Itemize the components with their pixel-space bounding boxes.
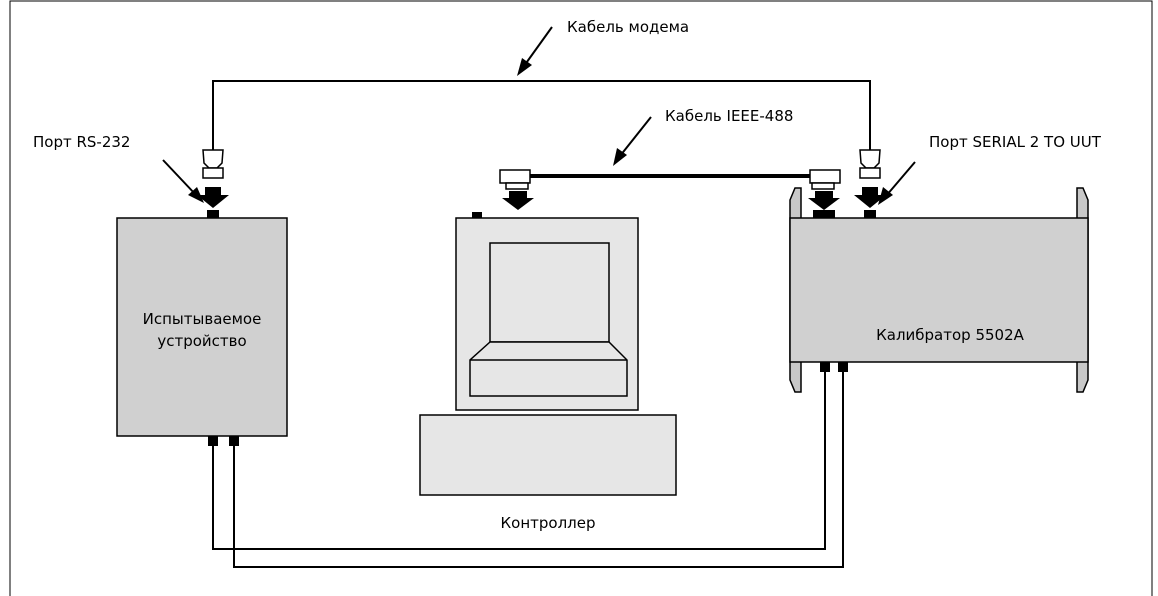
ieee-cable	[499, 169, 841, 210]
serial2-port-label: Порт SERIAL 2 TO UUT	[929, 133, 1102, 151]
uut-device	[116, 210, 288, 446]
uut-label-line2: устройство	[157, 332, 246, 350]
ieee-cable-label: Кабель IEEE-488	[665, 107, 793, 125]
calibrator-device	[789, 187, 1089, 393]
uut-label-line1: Испытываемое	[143, 310, 262, 328]
bottom-cables	[212, 372, 844, 568]
controller-label: Контроллер	[501, 514, 596, 532]
calibrator-label: Калибратор 5502A	[876, 326, 1025, 344]
controller-computer	[419, 212, 677, 496]
rs232-port-pointer	[162, 159, 204, 203]
modem-cable	[212, 80, 871, 150]
modem-cable-pointer	[517, 26, 553, 76]
ieee-cable-pointer	[613, 116, 652, 166]
serial2-connector-plug	[854, 149, 886, 208]
rs232-port-label: Порт RS-232	[33, 133, 130, 151]
serial2-port-pointer	[878, 161, 916, 205]
modem-cable-label: Кабель модема	[567, 18, 689, 36]
rs232-connector-plug	[197, 149, 229, 208]
